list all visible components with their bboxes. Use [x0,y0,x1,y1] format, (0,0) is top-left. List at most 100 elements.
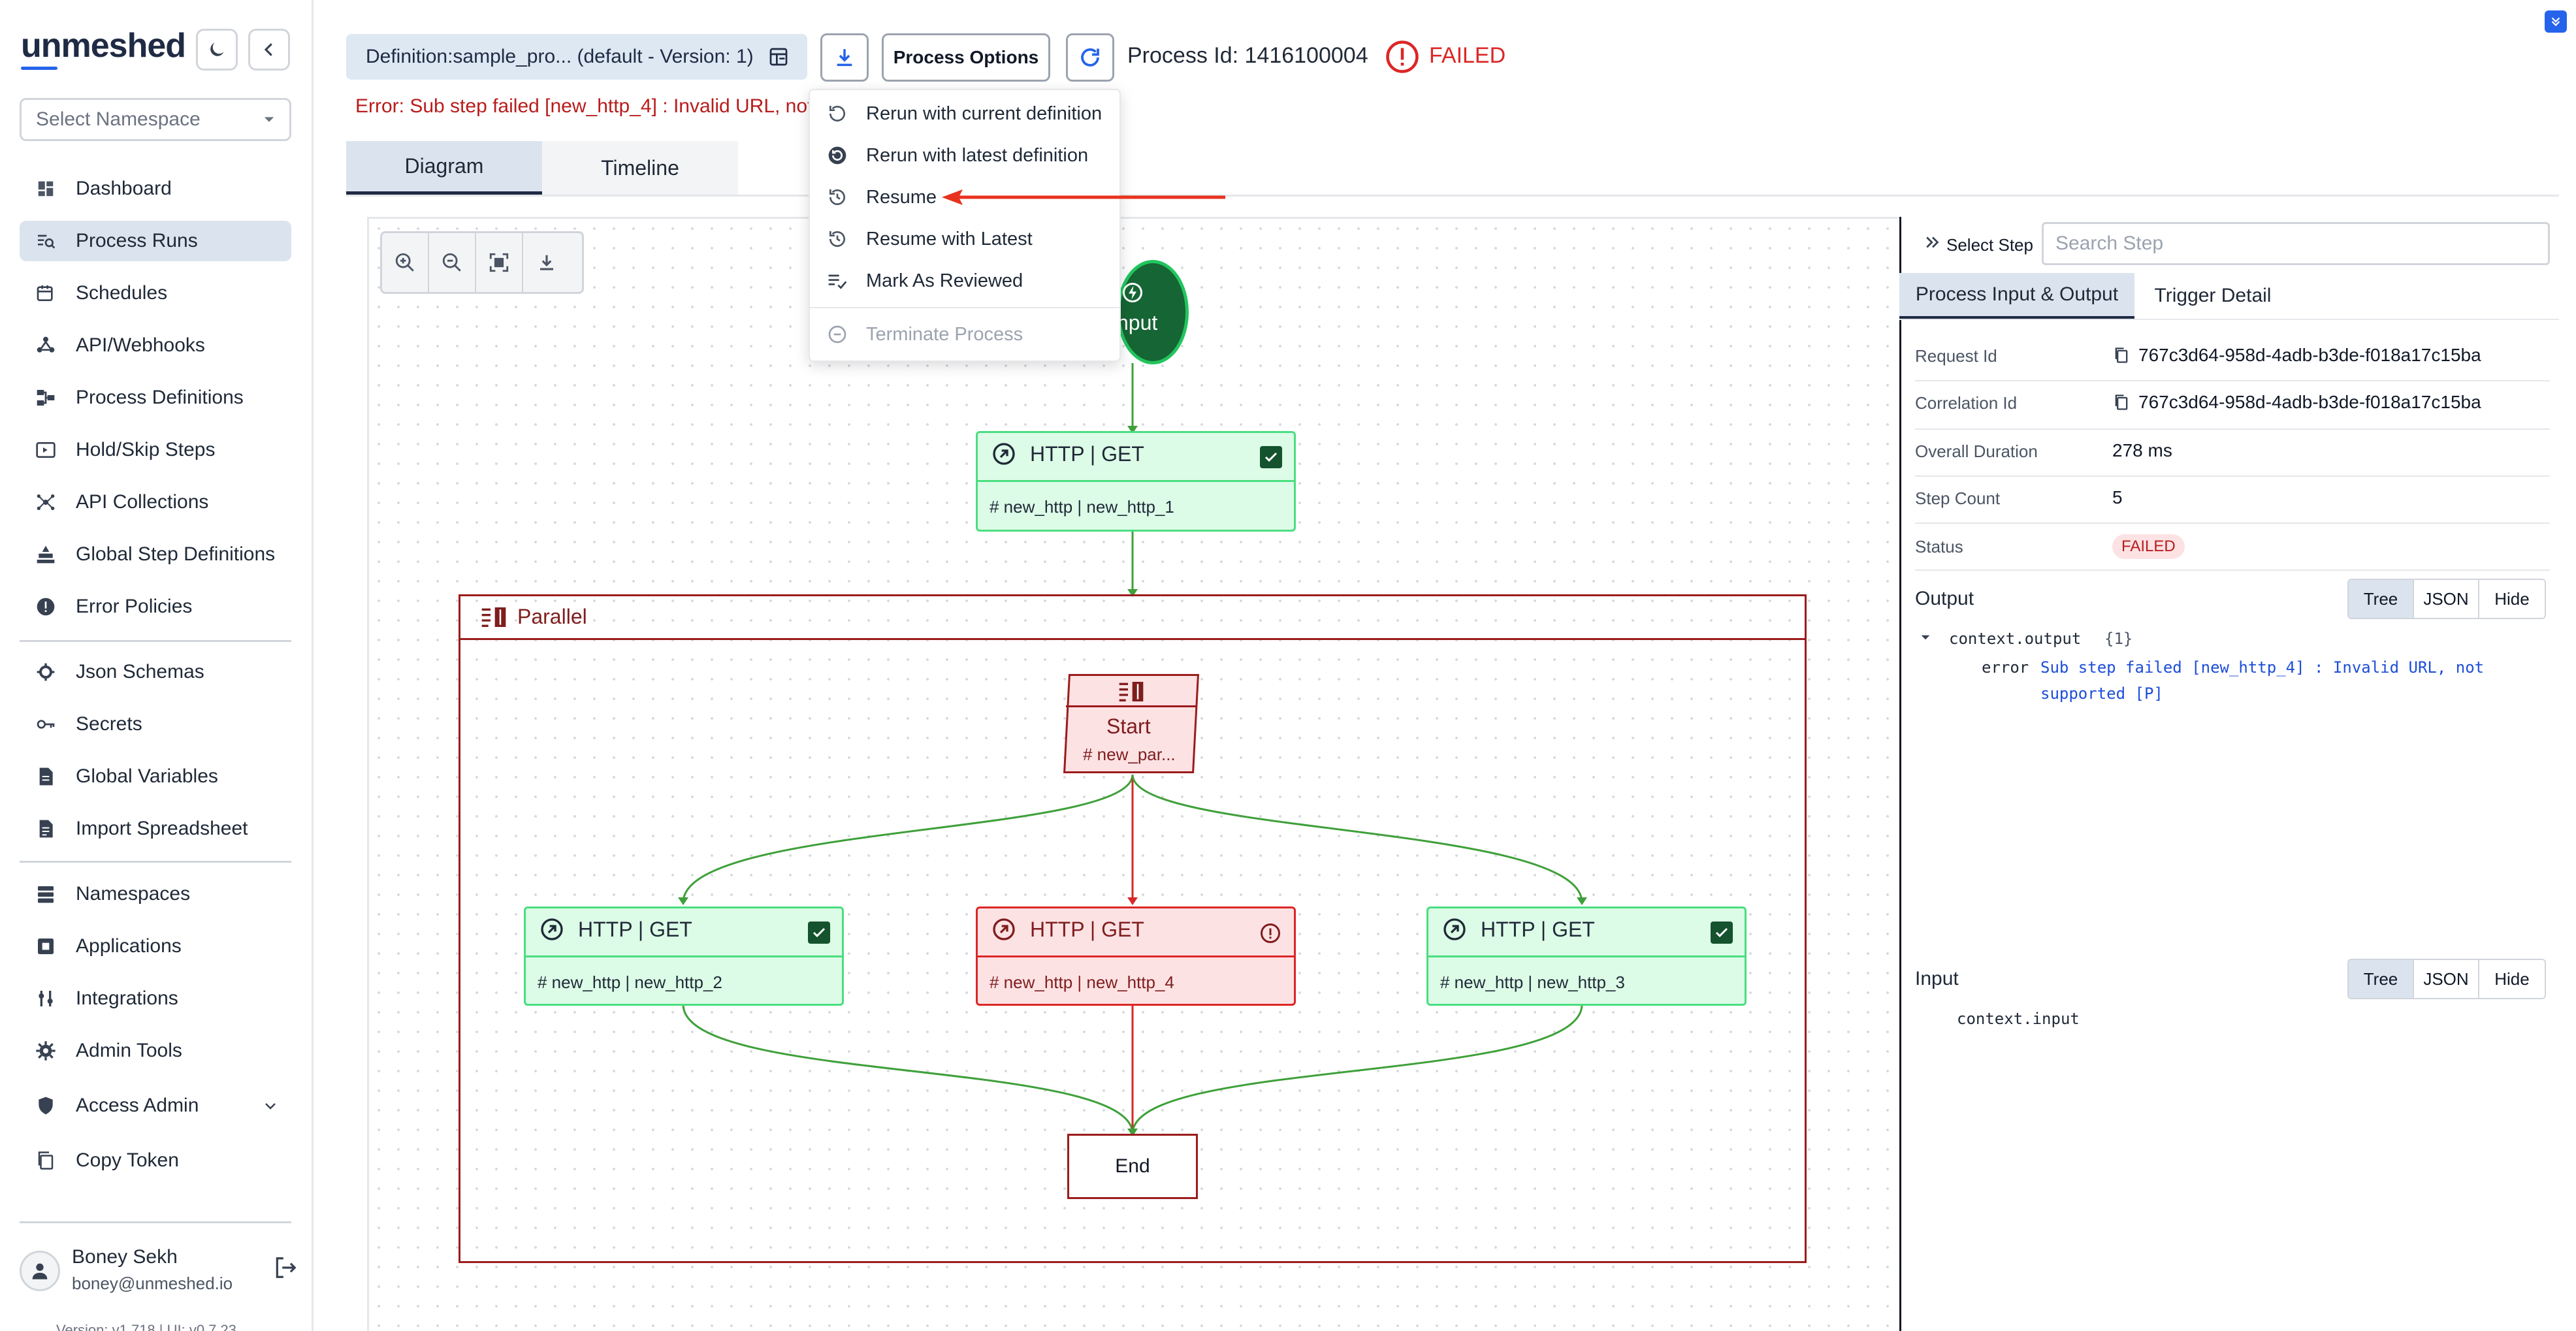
edge-http3-end [1131,1004,1583,1134]
mark-reviewed-icon [824,268,850,294]
diagram-canvas[interactable] [367,217,1903,1331]
definition-chip[interactable]: Definition:sample_pro... (default - Vers… [346,34,807,80]
applications-icon [33,933,59,959]
http-node-3[interactable]: HTTP | GET # new_http | new_http_3 [1426,906,1747,1006]
nav-applications[interactable]: Applications [20,926,291,967]
download-icon [837,49,852,67]
user-name: Boney Sekh [72,1246,178,1268]
http-node-4[interactable]: HTTP | GET # new_http | new_http_4 [976,906,1296,1006]
parallel-container[interactable] [459,594,1807,1263]
process-options-button[interactable]: Process Options [882,33,1050,82]
output-json-button[interactable]: JSON [2414,580,2479,618]
menu-resume[interactable]: Resume [824,179,1112,216]
correlation-id-label: Correlation Id [1915,393,2018,413]
menu-terminate[interactable]: Terminate Process [824,316,1112,353]
process-options-menu [809,89,1121,362]
nav-label: Access Admin [76,1095,199,1116]
tab-process-io[interactable]: Process Input & Output [1899,273,2134,319]
zoom-out-button[interactable] [429,233,476,292]
download-button[interactable] [820,33,869,82]
node-title-text: HTTP | GET [1481,917,1595,941]
nav-secrets[interactable]: Secrets [20,704,291,745]
nav-hold-skip-steps[interactable]: Hold/Skip Steps [20,430,291,470]
menu-resume-latest[interactable]: Resume with Latest [824,221,1112,257]
step-count-label: Step Count [1915,489,2001,508]
menu-label: Resume with Latest [866,228,1033,249]
namespace-select[interactable]: Select Namespace [20,98,291,141]
search-step-input[interactable] [2042,222,2550,265]
fit-view-icon [489,253,509,272]
end-node[interactable]: End [1067,1134,1198,1199]
tab-diagram[interactable]: Diagram [346,141,542,195]
correlation-id-text: 767c3d64-958d-4adb-b3de-f018a17c15ba [2138,392,2481,412]
menu-rerun-latest[interactable]: Rerun with latest definition [824,137,1112,174]
output-label: Output [1915,588,1974,609]
chevron-down-icon [265,1103,276,1110]
nav-global-step-definitions[interactable]: Global Step Definitions [20,534,291,575]
nav-api-webhooks[interactable]: API/Webhooks [20,325,291,366]
input-hide-button[interactable]: Hide [2494,969,2530,989]
nav-access-admin[interactable]: Access Admin [20,1085,291,1126]
schedules-icon [33,280,59,306]
dark-mode-toggle[interactable] [196,29,238,71]
request-id-label: Request Id [1915,346,1997,366]
tab-timeline[interactable]: Timeline [542,141,738,195]
expand-panel-button[interactable] [1923,233,1942,255]
nav-integrations[interactable]: Integrations [20,978,291,1019]
collapse-sidebar-button[interactable] [248,29,290,71]
copy-icon[interactable] [2112,393,2131,411]
tab-trigger-detail[interactable]: Trigger Detail [2154,285,2272,306]
nav-process-definitions[interactable]: Process Definitions [20,377,291,418]
nav-namespaces[interactable]: Namespaces [20,874,291,914]
zoom-in-button[interactable] [382,233,429,292]
node-separator [1066,705,1197,707]
input-view-toggle: Tree JSON Hide [2347,959,2546,999]
zoom-in-icon [395,253,414,272]
avatar[interactable] [20,1251,60,1291]
edge-http2-end [682,1004,1134,1134]
nav-process-runs[interactable]: Process Runs [20,221,291,261]
correlation-id-value: 767c3d64-958d-4adb-b3de-f018a17c15ba [2112,392,2481,413]
error-message: Error: Sub step failed [new_http_4] : In… [355,95,813,117]
nav-dashboard[interactable]: Dashboard [20,168,291,209]
row-divider [1915,475,2550,477]
row-divider [1915,522,2550,524]
nav-json-schemas[interactable]: Json Schemas [20,652,291,692]
start-subtitle: # new_par... [1083,745,1176,764]
output-hide-button[interactable]: Hide [2494,588,2530,609]
nav-admin-tools[interactable]: Admin Tools [20,1031,291,1071]
input-json-button[interactable]: JSON [2414,960,2479,998]
nav-error-policies[interactable]: Error Policies [20,586,291,627]
export-image-button[interactable] [523,233,570,292]
nav-label: Schedules [76,282,168,304]
logout-button[interactable] [273,1255,298,1283]
http-node-2[interactable]: HTTP | GET # new_http | new_http_2 [524,906,844,1006]
nav-label: Applications [76,935,182,957]
collapse-header-button[interactable] [2545,10,2567,33]
nav-divider [20,1221,291,1223]
menu-label: Mark As Reviewed [866,270,1023,291]
success-check-icon [1711,922,1733,944]
fit-view-button[interactable] [476,233,523,292]
input-tree-button[interactable]: Tree [2349,960,2414,998]
request-id-text: 767c3d64-958d-4adb-b3de-f018a17c15ba [2138,345,2481,365]
chevrons-down-icon [2551,17,2560,27]
menu-divider [809,307,1121,308]
nav-global-variables[interactable]: Global Variables [20,756,291,797]
zoom-toolbar [380,231,584,294]
nav-label: Import Spreadsheet [76,818,248,839]
output-tree-button[interactable]: Tree [2349,580,2414,618]
node-title: HTTP | GET [991,441,1144,467]
nav-schedules[interactable]: Schedules [20,273,291,313]
nav-copy-token[interactable]: Copy Token [20,1140,291,1181]
app-logo[interactable]: unmeshed [21,27,186,65]
menu-mark-reviewed[interactable]: Mark As Reviewed [824,263,1112,299]
nav-label: Hold/Skip Steps [76,439,216,460]
menu-rerun-current[interactable]: Rerun with current definition [824,95,1112,132]
http-node-1[interactable]: HTTP | GET # new_http | new_http_1 [976,431,1296,532]
nav-import-spreadsheet[interactable]: Import Spreadsheet [20,809,291,849]
copy-icon[interactable] [2112,346,2131,364]
refresh-button[interactable] [1066,33,1114,82]
caret-down-icon[interactable] [1920,632,1931,646]
nav-api-collections[interactable]: API Collections [20,482,291,522]
